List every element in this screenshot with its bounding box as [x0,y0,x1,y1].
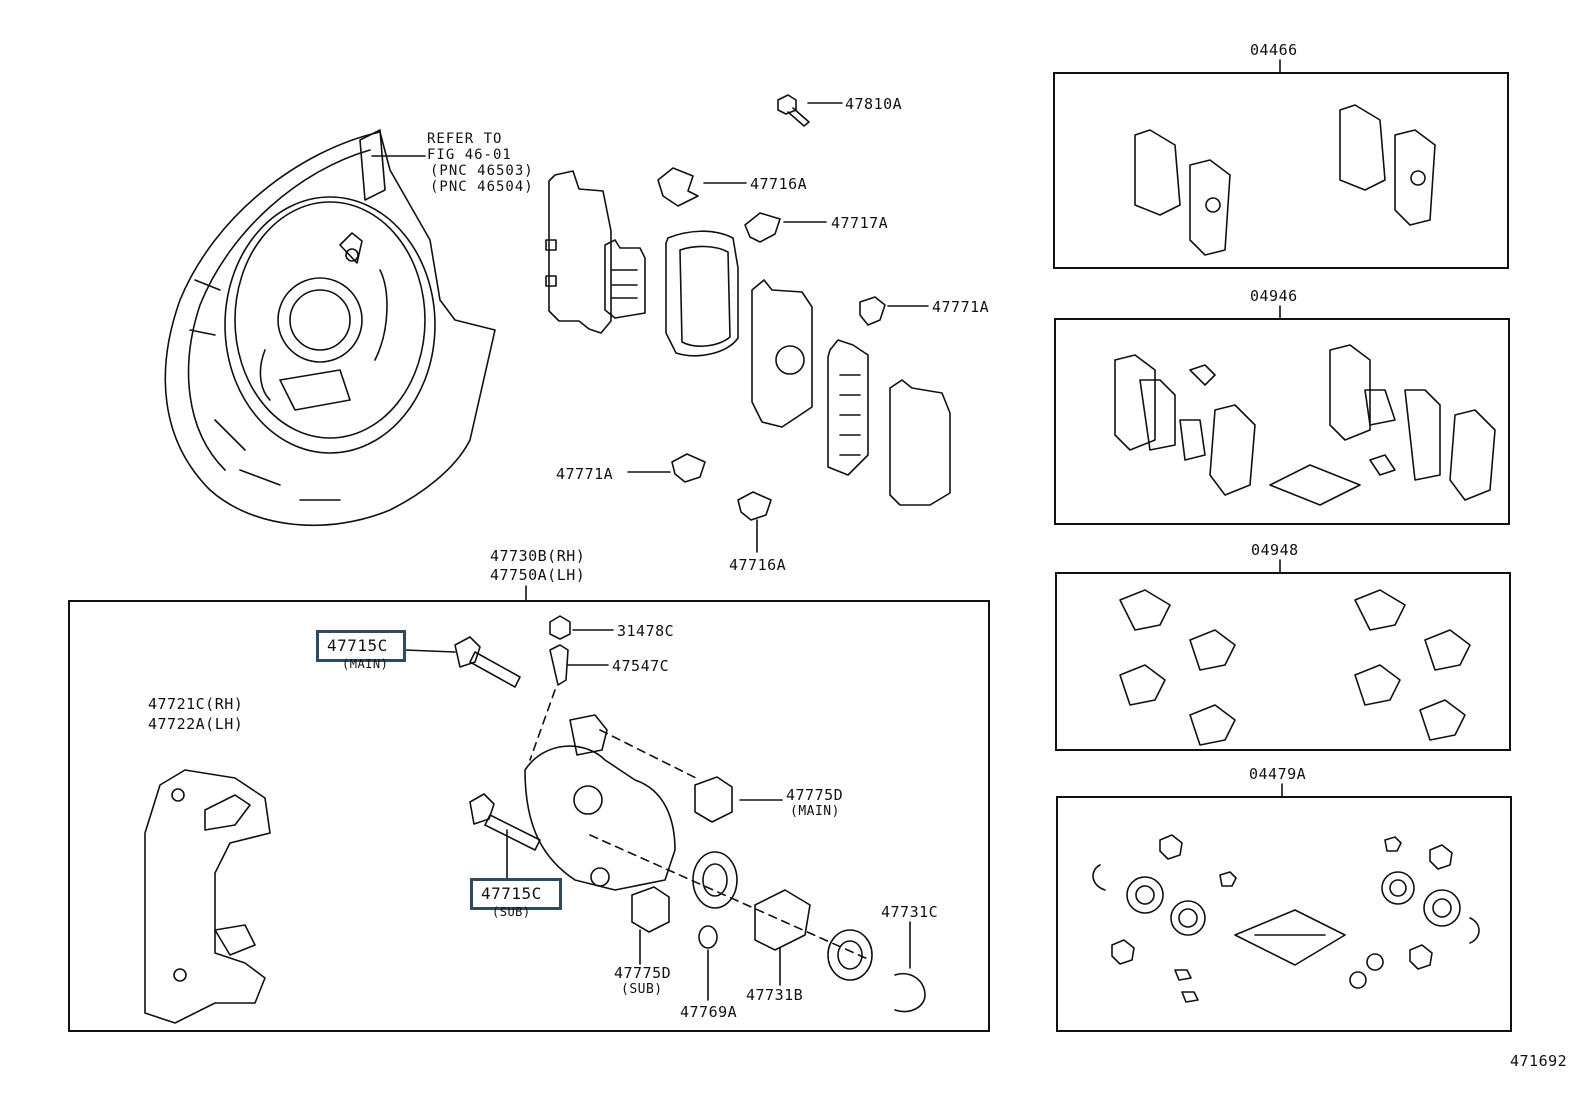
clips-top-drawing [627,94,929,553]
kit-04479a-drawing [1092,783,1480,1003]
part-sublabel-47775d-main: (MAIN) [790,804,840,819]
part-sublabel-47715c-sub: (SUB) [492,905,531,919]
part-label-47716a-bottom[interactable]: 47716A [729,556,787,574]
caliper-assembly-box [68,600,990,1032]
part-sublabel-47715c-main: (MAIN) [342,657,389,671]
figure-number: 471692 [1510,1052,1568,1070]
part-label-31478c[interactable]: 31478C [617,622,675,640]
part-label-47715c-main: 47715C [327,636,388,655]
backing-plate-drawing [164,129,496,527]
assembly-label-lh[interactable]: 47750A(LH) [490,566,586,584]
part-label-47769a[interactable]: 47769A [680,1003,738,1021]
kit-04946-drawing [1114,305,1496,506]
part-label-47717a[interactable]: 47717A [831,214,889,232]
refer-note-line4: (PNC 46504) [430,179,534,195]
part-label-47547c[interactable]: 47547C [612,657,670,675]
part-label-47771a-right[interactable]: 47771A [932,298,990,316]
highlight-47715c-main[interactable]: 47715C [316,630,406,662]
mount-label-rh[interactable]: 47721C(RH) [148,695,244,713]
part-label-47810a[interactable]: 47810A [845,95,903,113]
kit-04948-drawing [1119,559,1471,746]
pads-shims-drawing [545,170,951,506]
caliper-drawing [144,615,926,1024]
kit-04466-drawing [1134,59,1436,256]
part-label-47775d-sub[interactable]: 47775D [614,964,672,982]
kit-label-04948[interactable]: 04948 [1251,541,1299,559]
refer-note-line1: REFER TO [427,131,503,147]
part-label-47731c[interactable]: 47731C [881,903,939,921]
mount-label-lh[interactable]: 47722A(LH) [148,715,244,733]
part-label-47731b[interactable]: 47731B [746,986,804,1004]
assembly-label-rh[interactable]: 47730B(RH) [490,547,586,565]
refer-note-line3: (PNC 46503) [430,163,534,179]
kit-04479a-box [1056,796,1512,1032]
kit-label-04946[interactable]: 04946 [1250,287,1298,305]
kit-label-04479a[interactable]: 04479A [1249,765,1307,783]
part-label-47771a-left[interactable]: 47771A [556,465,614,483]
highlight-47715c-sub[interactable]: 47715C [470,878,562,910]
kit-04466-box [1053,72,1509,269]
kit-label-04466[interactable]: 04466 [1250,41,1298,59]
part-label-47716a-top[interactable]: 47716A [750,175,808,193]
refer-note-line2: FIG 46-01 [427,147,512,163]
part-label-47775d-main[interactable]: 47775D [786,786,844,804]
part-label-47715c-sub: 47715C [481,884,542,903]
kit-04948-box [1055,572,1511,751]
part-sublabel-47775d-sub: (SUB) [621,982,663,997]
kit-04946-box [1054,318,1510,525]
